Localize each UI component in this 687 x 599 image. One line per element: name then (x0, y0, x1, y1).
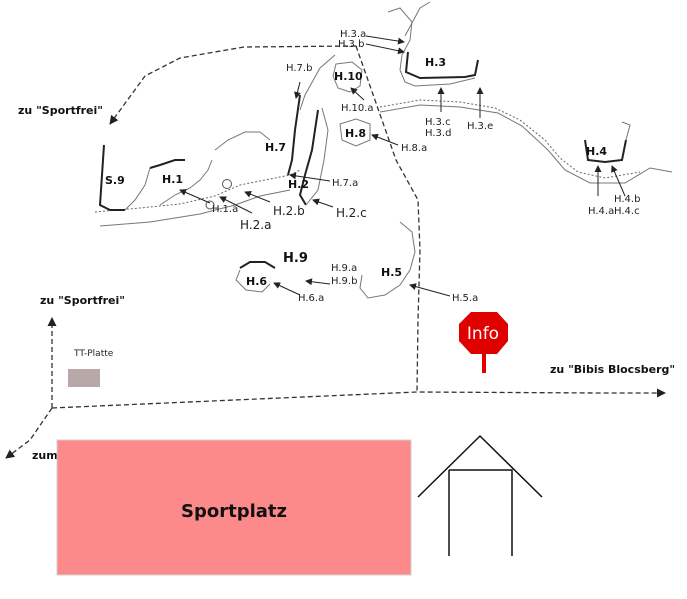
route-label-h1a: H.1.a (212, 204, 238, 215)
route-label-h2c: H.2.c (336, 206, 367, 220)
info-sign-label: Info (467, 324, 499, 344)
rock-outline-h3-dark (404, 51, 479, 80)
rock-label-h7: H.7 (265, 141, 286, 154)
rock-label-h2: H.2 (288, 178, 309, 191)
route-label-h6a: H.6.a (298, 293, 324, 304)
tt-platte-label: TT-Platte (73, 349, 114, 359)
arrow-h7b (294, 81, 301, 99)
arrow-h6a (273, 282, 301, 296)
direction-label-bibis: zu "Bibis Blocsberg" (550, 363, 675, 376)
route-label-h3b: H.3.b (338, 39, 364, 50)
rock-boulder-2 (205, 200, 215, 210)
rock-label-h5: H.5 (381, 266, 402, 279)
rock-boulder-1 (222, 179, 232, 189)
info-sign (459, 312, 508, 354)
route-label-h3a: H.3.a (340, 29, 366, 40)
trail-upper (379, 99, 641, 179)
path-to-parkplatz (5, 407, 53, 459)
path-bottom-horizontal (51, 388, 666, 409)
rock-outline-h1-b (159, 159, 213, 206)
rock-label-h3: H.3 (425, 56, 446, 69)
route-label-h4a: H.4.a (588, 206, 614, 217)
route-label-h9b: H.9.b (331, 276, 357, 287)
info-sign-post (482, 354, 486, 373)
rock-outline-h7-b (214, 131, 271, 151)
tt-platte (68, 369, 100, 387)
rock-outline-h3-top (404, 1, 431, 37)
rock-label-h6: H.6 (246, 275, 267, 288)
route-label-h2a: H.2.a (240, 218, 271, 232)
route-label-h3e: H.3.e (467, 121, 493, 132)
rock-outline-s9 (98, 144, 125, 211)
trail-lower (94, 169, 301, 213)
arrow-h4b (611, 165, 626, 197)
rock-outline-h8 (339, 118, 371, 147)
rock-label-s9: S.9 (105, 174, 125, 187)
rock-label-h4: H.4 (586, 145, 607, 158)
rock-outline-h2 (298, 109, 319, 206)
sportplatz-label: Sportplatz (181, 501, 287, 522)
route-label-h10a: H.10.a (341, 103, 374, 114)
arrow-h3a (365, 35, 405, 45)
route-label-h7b: H.7.b (286, 63, 312, 74)
arrow-h2b (244, 190, 271, 203)
route-label-h8a: H.8.a (401, 143, 427, 154)
arrow-h1a (179, 189, 211, 204)
rock-outline-h9 (239, 261, 276, 269)
arrow-h3b (365, 43, 405, 55)
rock-outline-h6 (235, 269, 271, 293)
trail-upper-edge (379, 104, 673, 184)
route-label-h3c: H.3.c (425, 117, 451, 128)
arrow-h8a (371, 133, 399, 146)
path-to-sportfrei-top (109, 45, 357, 125)
rock-outline-s9-b (124, 167, 151, 211)
rock-outline-h2-b (305, 107, 329, 206)
rock-outline-h4-b (621, 121, 631, 141)
route-label-h5a: H.5.a (452, 293, 478, 304)
direction-label-sportfrei-left: zu "Sportfrei" (40, 294, 125, 307)
route-label-h4c: H.4.c (614, 206, 640, 217)
sportplatz-field (56, 439, 412, 576)
rock-outline-h1 (149, 159, 185, 169)
path-main-vertical (355, 45, 421, 393)
rock-outline-h7-ridge (299, 54, 336, 111)
rock-outline-h4 (584, 139, 627, 164)
rock-outline-h3 (387, 7, 476, 87)
route-label-h9a: H.9.a (331, 263, 357, 274)
rock-outline-h7 (287, 94, 301, 176)
arrow-h5a (409, 283, 451, 297)
rock-label-h8: H.8 (345, 127, 366, 140)
route-label-h2b: H.2.b (273, 204, 305, 218)
rock-label-h1: H.1 (162, 173, 183, 186)
arrow-h7a (289, 172, 331, 182)
arrow-h10a (350, 87, 365, 101)
route-label-h3d: H.3.d (425, 128, 451, 139)
rock-label-h10: H.10 (334, 70, 363, 83)
house-icon (417, 434, 543, 556)
arrow-h2a (219, 196, 253, 214)
direction-label-sportfrei-top: zu "Sportfrei" (18, 104, 103, 117)
rock-outline-h5 (359, 221, 416, 299)
rock-label-h9: H.9 (283, 251, 308, 266)
arrow-h2c (312, 198, 334, 208)
route-label-h4b: H.4.b (614, 194, 640, 205)
trail-lower-edge (99, 189, 291, 227)
arrow-h9 (305, 278, 331, 286)
route-label-h7a: H.7.a (332, 178, 358, 189)
